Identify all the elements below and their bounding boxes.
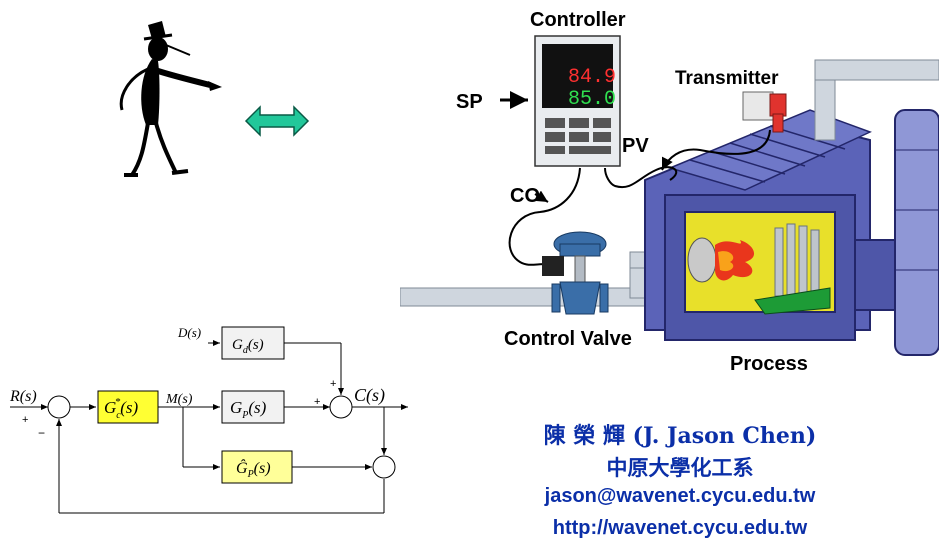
controller-faceplate: [534, 35, 621, 167]
d-label: D(s): [177, 325, 201, 340]
author-name: 陳 榮 輝 (J. Jason Chen): [543, 423, 817, 449]
control-valve-label: Control Valve: [504, 328, 632, 350]
double-arrow-icon: [244, 105, 310, 137]
plus-sign-p: +: [314, 396, 320, 408]
plus-sign-r: +: [22, 414, 28, 426]
gp-hat-label: ĜP(s): [236, 458, 271, 480]
minus-sign-r: −: [38, 426, 45, 440]
transmitter-icon: [742, 91, 787, 133]
r-label: R(s): [9, 388, 37, 405]
controller-pv-display: 84.9: [568, 66, 616, 89]
pv-label: PV: [622, 135, 649, 157]
c-label: C(s): [354, 385, 385, 406]
process-illustration: 84.9 85.0 Controller SP Transmitter PV C…: [400, 9, 939, 375]
transmitter-label: Transmitter: [675, 68, 779, 89]
gd-label: Gd(s): [232, 337, 264, 356]
control-valve-icon: [542, 231, 609, 315]
author-website[interactable]: http://wavenet.cycu.edu.tw: [552, 517, 808, 539]
pointing-figure-icon: [119, 21, 222, 177]
process-label: Process: [730, 353, 808, 375]
gp-block: [221, 390, 285, 424]
co-label: CO: [510, 185, 540, 207]
m-label: M(s): [165, 392, 193, 407]
block-diagram: R(s) + − D(s) M(s) C(s) + + Gd(s) Gc*(s)…: [9, 325, 408, 514]
author-email[interactable]: jason@wavenet.cycu.edu.tw: [544, 485, 816, 507]
author-affiliation: 中原大學化工系: [606, 455, 754, 480]
plus-sign-d: +: [330, 378, 336, 390]
gp-hat-block: [221, 450, 293, 484]
gc-block: [97, 390, 159, 424]
gd-block: [221, 326, 285, 360]
controller-sp-display: 85.0: [568, 88, 616, 111]
gc-label: Gc*(s): [104, 396, 139, 421]
sp-label: SP: [456, 91, 483, 113]
controller-label: Controller: [530, 9, 626, 31]
gp-label: GP(s): [230, 398, 267, 421]
